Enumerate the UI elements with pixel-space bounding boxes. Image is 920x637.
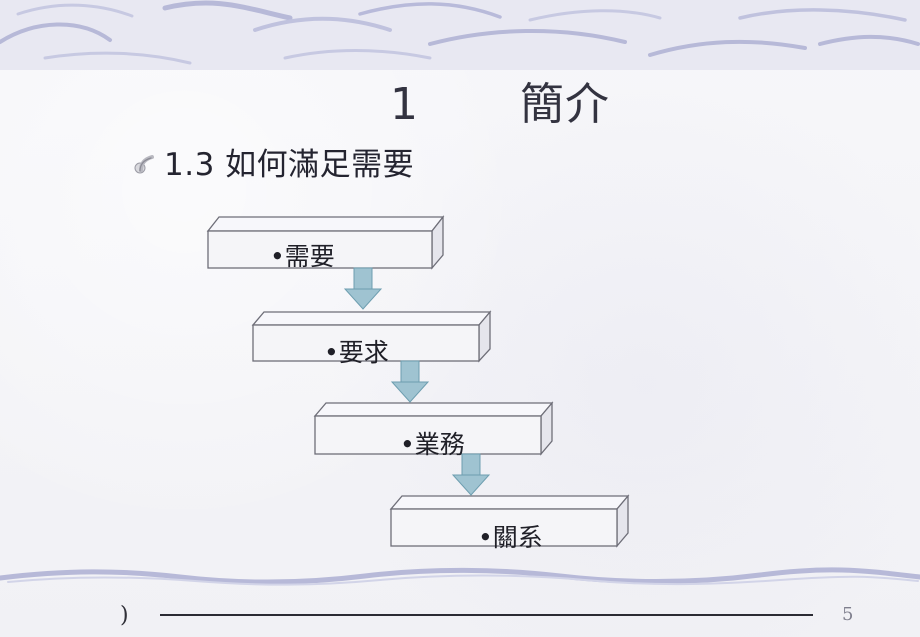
box-business — [313, 401, 554, 456]
box-need — [206, 215, 445, 270]
slide-title: 1 簡介 — [0, 75, 920, 135]
subheading-text: 1.3 如何滿足需要 — [164, 147, 415, 183]
flow-label-need: •需要 — [270, 242, 335, 271]
flow-label-relationship: •關系 — [478, 523, 543, 552]
down-arrow-icon — [390, 360, 430, 403]
title-text: 簡介 — [520, 79, 610, 130]
down-arrow-icon — [451, 453, 491, 496]
rounded-bullet-icon — [128, 149, 160, 181]
subheading-row: 1.3 如何滿足需要 — [128, 145, 414, 185]
page-number: 5 — [842, 604, 854, 625]
footer-divider — [160, 614, 813, 616]
box-requirement — [251, 310, 492, 363]
box-relationship — [389, 494, 630, 548]
flow-label-business: •業務 — [400, 430, 465, 459]
footer-left-text: ) — [120, 603, 129, 628]
title-number: 1 — [390, 79, 418, 130]
flow-label-requirement: •要求 — [324, 338, 389, 367]
down-arrow-icon — [343, 267, 383, 310]
